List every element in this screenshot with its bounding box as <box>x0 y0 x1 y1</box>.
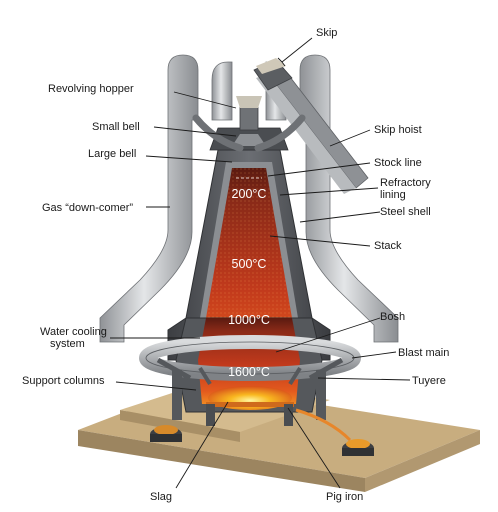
label-blast-main: Blast main <box>398 347 449 359</box>
label-revolving-hopper: Revolving hopper <box>48 83 134 95</box>
label-support-columns: Support columns <box>22 375 105 387</box>
label-refractory-lining-2: lining <box>380 189 406 201</box>
support-columns <box>172 370 326 426</box>
temp-1000: 1000°C <box>228 313 270 327</box>
label-stock-line: Stock line <box>374 157 422 169</box>
tuyeres <box>156 357 344 386</box>
slag-ladle <box>150 425 182 442</box>
label-water-cooling-2: system <box>50 338 85 350</box>
label-pig-iron: Pig iron <box>326 491 363 503</box>
pig-iron-ladle <box>295 408 374 456</box>
label-refractory-lining-1: Refractory <box>380 177 431 189</box>
label-slag: Slag <box>150 491 172 503</box>
label-steel-shell: Steel shell <box>380 206 431 218</box>
label-skip: Skip <box>316 27 337 39</box>
top-charging-gear <box>192 96 306 152</box>
label-tuyere: Tuyere <box>412 375 446 387</box>
label-water-cooling-1: Water cooling <box>40 326 107 338</box>
temp-1600: 1600°C <box>228 365 270 379</box>
label-large-bell: Large bell <box>88 148 136 160</box>
skip-car <box>253 58 293 91</box>
temperature-labels: 200°C 500°C 1000°C 1600°C <box>228 187 270 379</box>
label-stack: Stack <box>374 240 402 252</box>
labels: Skip Revolving hopper Small bell Skip ho… <box>22 27 449 503</box>
label-skip-hoist: Skip hoist <box>374 124 422 136</box>
label-gas-down-comer: Gas “down-comer” <box>42 202 133 214</box>
label-bosh: Bosh <box>380 311 405 323</box>
temp-200: 200°C <box>232 187 267 201</box>
temp-500: 500°C <box>232 257 267 271</box>
label-small-bell: Small bell <box>92 121 140 133</box>
leader-lines <box>110 37 411 489</box>
